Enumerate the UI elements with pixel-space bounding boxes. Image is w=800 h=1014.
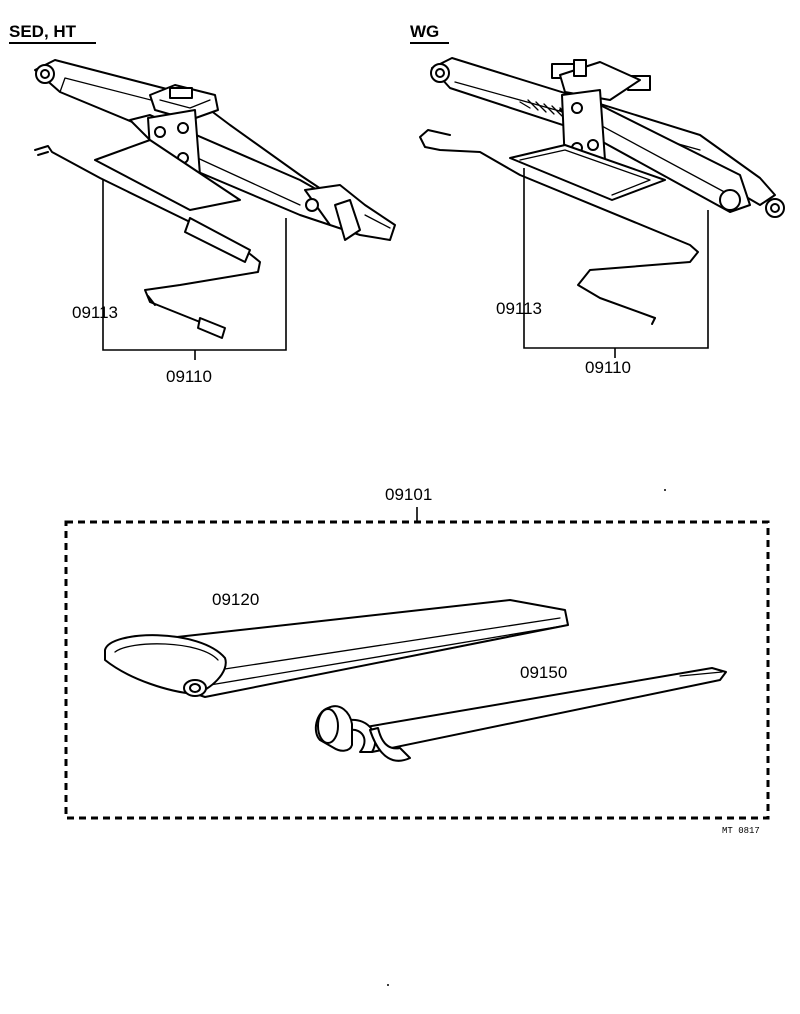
scissor-jack-right-illustration	[419, 57, 785, 325]
part-number-09113-right: 09113	[496, 299, 542, 318]
part-number-09101: 09101	[385, 485, 432, 504]
scissor-jack-left-illustration	[34, 59, 396, 339]
part-number-09110-left: 09110	[166, 367, 212, 386]
bracket-09110-left	[102, 180, 287, 360]
header-wg: WG	[410, 22, 439, 41]
header-sed-ht: SED, HT	[9, 22, 77, 41]
scan-speck	[387, 984, 389, 986]
scan-speck	[664, 489, 666, 491]
part-number-09113-left: 09113	[72, 303, 118, 322]
part-number-09120: 09120	[212, 590, 259, 609]
part-number-09150: 09150	[520, 663, 567, 682]
wheel-wrench-illustration	[314, 667, 727, 762]
figure-code: MT 0817	[722, 826, 760, 836]
bracket-09110-right	[523, 168, 709, 358]
tool-bag-illustration	[104, 599, 569, 698]
tool-set-dashed-boundary	[64, 520, 770, 820]
part-number-09110-right: 09110	[585, 358, 631, 377]
